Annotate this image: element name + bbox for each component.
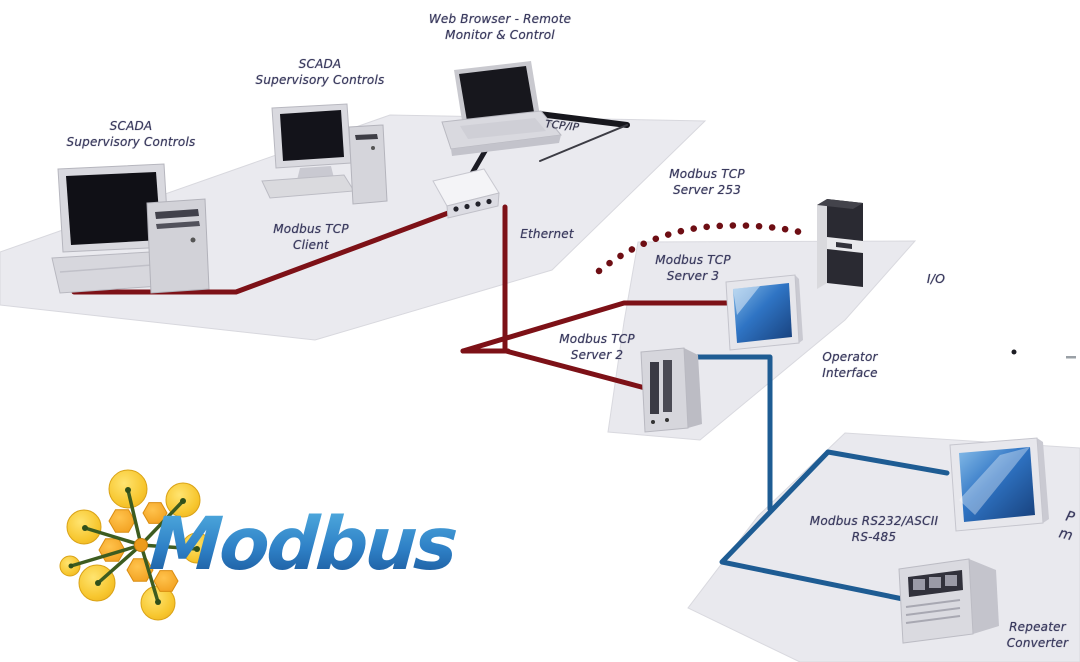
label-line: Server 253 [672,182,742,197]
label-server-2: Modbus TCP Server 2 [507,332,687,363]
label-line: Interface [822,365,878,380]
label-server-3: Modbus TCP Server 3 [603,253,783,284]
scada-workstation-middle [261,103,388,205]
ethernet-hub [432,168,500,219]
label-line: I/O [926,271,946,286]
label-scada-left: SCADA Supervisory Controls [36,119,226,150]
plc-server-2 [640,347,702,433]
label-line: Server 3 [666,268,720,283]
stray-dot [1011,349,1017,355]
label-ethernet: Ethernet [507,227,587,243]
modbus-tcp-red-network-lines [71,203,734,392]
label-web-browser: Web Browser - Remote Monitor & Control [405,12,595,43]
label-line: Monitor & Control [445,27,555,42]
rs485-blue-network-lines [694,354,950,602]
modbus-logo-text: Modbus [147,502,553,587]
laptop-device [441,61,562,156]
label-line: Web Browser - Remote [428,12,572,26]
label-line: Modbus TCP [655,253,731,267]
label-line: Client [293,237,329,252]
label-line: Modbus TCP [669,167,745,181]
label-line: Ethernet [520,227,574,241]
scada-workstation-left [51,163,210,294]
label-scada-top: SCADA Supervisory Controls [225,57,415,88]
rs485-monitor [949,437,1049,532]
label-repeater-converter: Repeater Converter [995,620,1080,651]
label-line: Converter [1006,635,1069,650]
label-line: Operator [822,350,878,364]
label-line: RS-485 [851,529,897,544]
label-line: Supervisory Controls [255,72,385,87]
operator-interface-monitor [725,274,803,351]
label-io: I/O [906,271,966,287]
label-line: SCADA [298,57,342,71]
label-line: Server 2 [570,347,624,362]
ethernet-dotted-line [595,222,812,275]
label-server-253: Modbus TCP Server 253 [617,167,797,198]
label-line: SCADA [109,119,153,133]
rs485-controller [898,558,999,644]
label-line: Modbus TCP [559,332,635,346]
server-253-tower [817,199,863,289]
label-line: Supervisory Controls [66,134,196,149]
label-modbus-serial: Modbus RS232/ASCII RS-485 [784,514,964,545]
label-operator-interface: Operator Interface [760,350,940,381]
label-modbus-tcp-client: Modbus TCP Client [221,222,401,253]
label-line: Modbus TCP [273,222,349,236]
modbus-logo-flower [59,469,213,621]
label-line: Repeater [1009,620,1066,634]
label-line: Modbus RS232/ASCII [809,514,939,528]
stray-dash [1066,356,1076,359]
